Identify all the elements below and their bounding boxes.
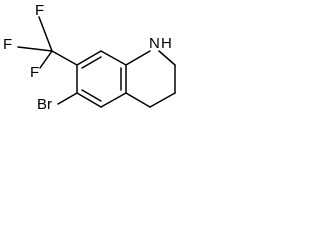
bond bbox=[100, 50, 127, 66]
bond-lines bbox=[17, 16, 176, 108]
bond bbox=[17, 46, 53, 52]
double-bond-inner bbox=[81, 89, 102, 102]
bond bbox=[76, 92, 102, 108]
atom-label-fluorine-left: F bbox=[3, 36, 12, 53]
bond bbox=[149, 92, 176, 108]
atom-label-fluorine-bottom: F bbox=[30, 64, 39, 81]
bond bbox=[39, 50, 53, 69]
bond bbox=[57, 92, 78, 105]
bond bbox=[100, 92, 127, 108]
bond bbox=[51, 50, 78, 66]
bond bbox=[125, 50, 151, 66]
double-bond-inner bbox=[81, 56, 102, 69]
bond bbox=[125, 92, 151, 108]
atom-label-hydrogen: H bbox=[161, 35, 172, 52]
atom-label-bromine: Br bbox=[37, 96, 52, 113]
atom-label-fluorine-top: F bbox=[35, 2, 44, 19]
atom-label-nitrogen: N bbox=[149, 35, 160, 52]
bond bbox=[38, 16, 53, 52]
chemical-structure: N H Br F F F bbox=[3, 2, 176, 113]
bond bbox=[158, 50, 176, 66]
atom-labels: N H Br F F F bbox=[3, 2, 172, 113]
bond bbox=[76, 50, 102, 66]
